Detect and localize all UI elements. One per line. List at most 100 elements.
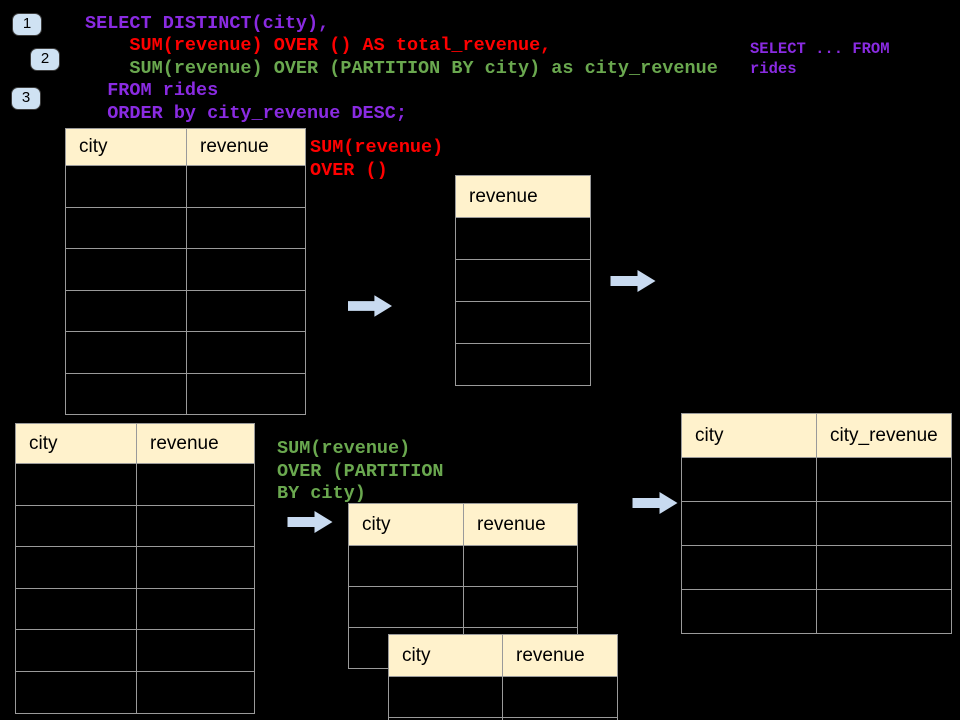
table-revenue-only: revenue xyxy=(455,175,591,386)
column-header: city xyxy=(65,128,187,166)
table-cell-empty xyxy=(455,343,591,386)
table-cell-empty xyxy=(136,504,255,548)
table-row xyxy=(15,629,255,672)
table-cell-empty xyxy=(816,589,952,634)
column-header: revenue xyxy=(186,128,306,166)
table-row xyxy=(65,372,306,415)
arrow-right-icon xyxy=(287,511,333,533)
table-cell-empty xyxy=(388,676,503,718)
table-row xyxy=(455,301,591,344)
sql-code-line: ORDER by city_revenue DESC; xyxy=(85,102,407,124)
table-row xyxy=(15,546,255,589)
table-cell-empty xyxy=(455,217,591,260)
step-badge-3: 3 xyxy=(11,87,41,110)
table-cell-empty xyxy=(65,165,187,208)
column-header: city xyxy=(348,503,464,546)
table-row xyxy=(455,259,591,302)
table-row xyxy=(65,206,306,249)
label-line: OVER () xyxy=(310,160,388,181)
arrow-right-icon xyxy=(610,270,656,292)
table-cell-empty xyxy=(136,670,255,714)
table-row xyxy=(65,165,306,208)
table-row xyxy=(455,217,591,260)
table-cell-empty xyxy=(463,545,578,587)
table-row xyxy=(681,457,952,502)
table-cell-empty xyxy=(186,165,306,208)
column-header: revenue xyxy=(136,423,255,464)
column-header: revenue xyxy=(455,175,591,218)
table-row xyxy=(681,501,952,546)
table-cell-empty xyxy=(136,546,255,589)
table-cell-empty xyxy=(681,501,817,546)
note-line: SELECT ... FROM xyxy=(750,40,890,58)
column-header: city xyxy=(15,423,137,464)
table-row xyxy=(15,463,255,506)
step-badge-1: 1 xyxy=(12,13,42,36)
column-header: revenue xyxy=(463,503,578,546)
table-cell-empty xyxy=(348,545,464,587)
arrow-right-icon xyxy=(632,492,678,514)
table-row xyxy=(681,545,952,590)
table-cell-empty xyxy=(455,301,591,344)
table-row xyxy=(348,545,578,587)
table-cell-empty xyxy=(65,289,187,332)
table-cell-empty xyxy=(136,587,255,631)
table-cell-empty xyxy=(65,372,187,415)
sql-code-block: SELECT DISTINCT(city), SUM(revenue) OVER… xyxy=(85,13,718,125)
table-cell-empty xyxy=(136,629,255,672)
table-header-row: revenue xyxy=(455,175,591,218)
arrow-right-icon xyxy=(348,294,392,318)
label-line: SUM(revenue) xyxy=(277,438,411,459)
column-header: city xyxy=(681,413,817,458)
table-cell-empty xyxy=(816,501,952,546)
table-row xyxy=(65,289,306,332)
table-cell-empty xyxy=(15,629,137,672)
table-row xyxy=(65,248,306,291)
table-cell-empty xyxy=(463,586,578,628)
table-cell-empty xyxy=(348,586,464,628)
table-row xyxy=(15,504,255,548)
table-cell-empty xyxy=(15,670,137,714)
table-row xyxy=(681,589,952,634)
step-badge-2: 2 xyxy=(30,48,60,71)
table-cell-empty xyxy=(136,463,255,506)
sql-code-line: SELECT DISTINCT(city), xyxy=(85,13,330,34)
table-cell-empty xyxy=(455,259,591,302)
sql-code-line: SUM(revenue) OVER (PARTITION BY city) as… xyxy=(85,57,718,79)
table-cell-empty xyxy=(186,248,306,291)
note-line: rides xyxy=(750,59,797,78)
label-line: SUM(revenue) xyxy=(310,137,444,158)
table-cell-empty xyxy=(681,589,817,634)
table-row xyxy=(388,676,618,718)
table-cell-empty xyxy=(15,504,137,548)
column-header: city xyxy=(388,634,503,677)
table-row xyxy=(348,586,578,628)
table-cell-empty xyxy=(186,331,306,374)
table-row xyxy=(388,717,618,720)
table-cell-empty xyxy=(65,331,187,374)
column-header: revenue xyxy=(502,634,618,677)
table-cell-empty xyxy=(186,206,306,249)
table-row xyxy=(15,670,255,714)
table-cell-empty xyxy=(15,463,137,506)
sum-over-total-label: SUM(revenue)OVER () xyxy=(310,136,443,182)
table-cell-empty xyxy=(65,206,187,249)
table-cell-empty xyxy=(15,546,137,589)
table-cell-empty xyxy=(681,545,817,590)
table-cell-empty xyxy=(186,372,306,415)
table-cell-empty xyxy=(186,289,306,332)
sql-code-line: SUM(revenue) OVER () AS total_revenue, xyxy=(85,35,552,57)
table-cell-empty xyxy=(816,545,952,590)
table-row xyxy=(15,587,255,631)
label-line: OVER (PARTITION xyxy=(277,460,444,482)
sql-code-line: FROM rides xyxy=(85,80,219,102)
